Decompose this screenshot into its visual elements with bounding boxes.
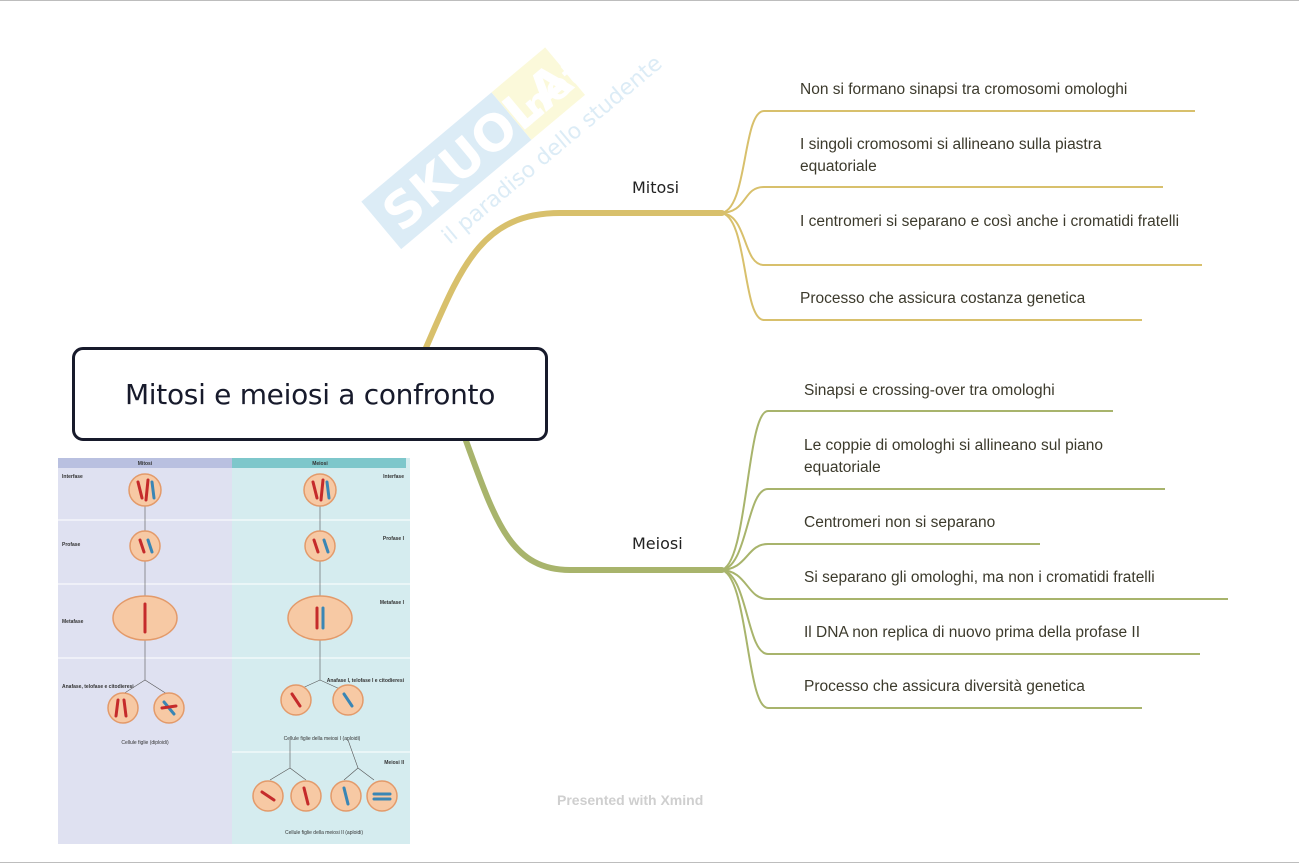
figure-col-meiosi: Meiosi xyxy=(312,461,328,467)
mitosi-leaf-connector-4 xyxy=(719,212,1142,321)
figure-row-anafase-i: Anafase I, telofase I e citodieresi xyxy=(327,678,405,684)
figure-row-profase: Profase xyxy=(62,542,81,548)
central-topic-title: Mitosi e meiosi a confronto xyxy=(124,377,496,411)
top-border xyxy=(0,0,1299,1)
bottom-border xyxy=(0,862,1299,863)
figure-row-metafase-i: Metafase I xyxy=(380,600,405,606)
mitosi-leaf-connector-2 xyxy=(719,186,1163,214)
figure-row-interfase-meiosi: Interfase xyxy=(383,474,404,480)
meiosi-topic-3[interactable]: Centromeri non si separano xyxy=(804,514,996,531)
figure-row-profase-i: Profase I xyxy=(383,536,405,542)
mitosis-meiosis-figure: Mitosi Meiosi Interfase Profase Metafase… xyxy=(58,458,410,844)
mitosi-topic-2[interactable]: I singoli cromosomi si allineano sulla p… xyxy=(800,136,1102,175)
meiosi-leaf-connector-2 xyxy=(719,488,1165,571)
meiosi-topic-4[interactable]: Si separano gli omologhi, ma non i croma… xyxy=(804,569,1155,586)
branch-line-meiosi xyxy=(462,435,725,573)
meiosi-leaf-connector-6 xyxy=(719,569,1142,709)
xmind-footer: Presented with Xmind xyxy=(557,792,704,808)
meiosi-topic-2[interactable]: Le coppie di omologhi si allineano sul p… xyxy=(804,437,1104,476)
mitosi-topic-4[interactable]: Processo che assicura costanza genetica xyxy=(800,290,1086,307)
figure-caption-right2: Cellule figlie della meiosi II (aploidi) xyxy=(285,830,363,836)
figure-caption-left: Cellule figlie (diploidi) xyxy=(121,740,169,746)
central-topic[interactable]: Mitosi e meiosi a confronto xyxy=(72,347,548,441)
figure-row-anafase: Anafase, telofase e citodieresi xyxy=(62,684,134,690)
branch-meiosi[interactable]: Meiosi xyxy=(632,534,683,553)
figure-row-metafase: Metafase xyxy=(62,619,84,625)
mitosi-topic-1[interactable]: Non si formano sinapsi tra cromosomi omo… xyxy=(800,81,1128,98)
meiosi-leaf-connector-3 xyxy=(719,543,1040,571)
mitosi-leaf-connector-1 xyxy=(719,110,1195,214)
meiosi-leaf-connector-5 xyxy=(719,569,1200,655)
meiosi-leaf-connector-4 xyxy=(719,569,1228,600)
figure-row-interfase: Interfase xyxy=(62,474,83,480)
meiosi-topic-1[interactable]: Sinapsi e crossing-over tra omologhi xyxy=(804,382,1055,399)
figure-row-meiosi-ii: Meiosi II xyxy=(384,760,404,766)
branch-line-mitosi xyxy=(422,210,725,353)
meiosi-leaf-connector-1 xyxy=(719,410,1113,571)
meiosi-topic-5[interactable]: Il DNA non replica di nuovo prima della … xyxy=(804,624,1141,641)
watermark: SKUOLA .net il paradiso dello studente xyxy=(361,47,667,249)
mitosi-leaf-connector-3 xyxy=(719,212,1202,266)
figure-col-mitosi: Mitosi xyxy=(138,461,153,467)
mitosi-topic-3[interactable]: I centromeri si separano e così anche i … xyxy=(800,213,1180,230)
branch-mitosi[interactable]: Mitosi xyxy=(632,178,680,197)
figure-caption-right1: Cellule figlie della meiosi I (aploidi) xyxy=(284,736,361,742)
meiosi-topic-6[interactable]: Processo che assicura diversità genetica xyxy=(804,678,1085,695)
